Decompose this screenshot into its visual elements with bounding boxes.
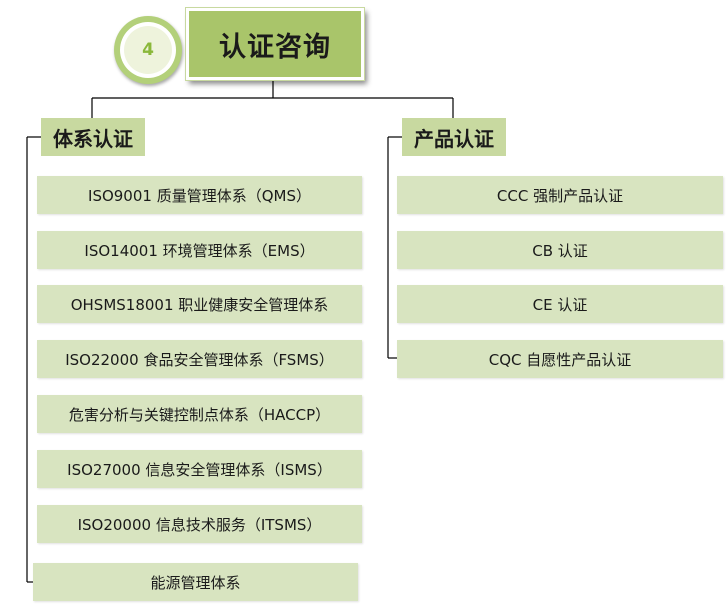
step-number: 4 — [124, 26, 172, 74]
category-product-certification: 产品认证 — [402, 118, 506, 156]
product-cert-item: CCC 强制产品认证 — [397, 176, 723, 214]
diagram-title: 认证咨询 — [185, 7, 365, 81]
system-cert-item: ISO22000 食品安全管理体系（FSMS） — [37, 340, 362, 378]
product-cert-item: CE 认证 — [397, 285, 723, 323]
system-cert-item: 能源管理体系 — [33, 563, 358, 601]
step-number-badge: 4 — [114, 16, 182, 84]
category-system-certification: 体系认证 — [41, 118, 145, 156]
system-cert-item: ISO27000 信息安全管理体系（ISMS） — [37, 450, 362, 488]
system-cert-item: ISO9001 质量管理体系（QMS） — [37, 176, 362, 214]
product-cert-item: CB 认证 — [397, 231, 723, 269]
system-cert-item: ISO14001 环境管理体系（EMS） — [37, 231, 362, 269]
product-cert-item: CQC 自愿性产品认证 — [397, 340, 723, 378]
system-cert-item: ISO20000 信息技术服务（ITSMS） — [37, 505, 362, 543]
system-cert-item: 危害分析与关键控制点体系（HACCP） — [37, 395, 362, 433]
system-cert-item: OHSMS18001 职业健康安全管理体系 — [37, 285, 362, 323]
